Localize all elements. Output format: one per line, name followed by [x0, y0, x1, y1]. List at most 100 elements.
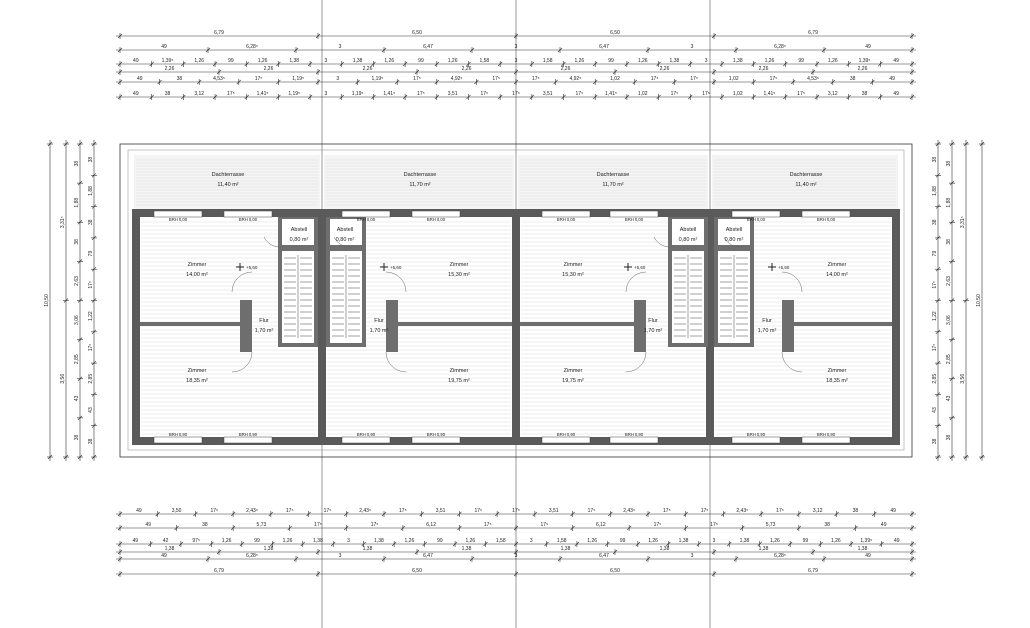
- dim-left-col2-label: 38: [74, 161, 80, 167]
- dim-top-row2-label: 6,28⁵: [774, 44, 786, 50]
- dim-bottom-row1-label: 17⁵: [512, 508, 520, 514]
- dim-bottom-row1-label: 17⁵: [210, 508, 218, 514]
- dim-top-row2-label: 3: [691, 44, 694, 50]
- door-swing: [231, 351, 253, 373]
- dim-top-row5-label: 17⁵: [576, 91, 584, 97]
- dim-top-row3b-label: 2,26: [165, 66, 175, 72]
- dim-top-row4-label: 3: [336, 76, 339, 82]
- room-area-t4: 11,40 m²: [795, 182, 816, 188]
- dim-bottom-row2-label: 6,12: [596, 522, 606, 528]
- dim-top-row3b-label: 2,26: [759, 66, 769, 72]
- dim-left-col2-label: 2,85: [74, 354, 80, 364]
- dim-left-col2-label: 38: [74, 434, 80, 440]
- room-name-f2: Flur: [374, 318, 384, 324]
- dim-top-row3a-label: 1,26: [638, 58, 648, 64]
- room-name-z1: Zimmer: [188, 262, 207, 268]
- dim-bottom-row3b-label: 1,38: [561, 546, 571, 552]
- dim-bottom-row2-label: 5,73: [766, 522, 776, 528]
- storage-door-swing: [653, 236, 673, 248]
- corridor-wall: [386, 300, 398, 352]
- dim-bottom-row3b-label: 1,38: [858, 546, 868, 552]
- dim-bottom-row2-label: 38: [824, 522, 830, 528]
- dim-top-row2-label: 6,47: [423, 44, 433, 50]
- room-area-a4: 0,80 m²: [725, 237, 744, 243]
- dim-bottom-row4-label: 3: [339, 553, 342, 559]
- dim-top-row5-label: 17⁵: [417, 91, 425, 97]
- room-area-f4: 1,70 m²: [758, 328, 777, 334]
- dim-top-row4-label: 1,19⁵: [292, 76, 304, 82]
- dim-bottom-row2-label: 17⁵: [484, 522, 492, 528]
- dim-bottom-row1-label: 3,50: [172, 508, 182, 514]
- dim-bottom-row3a-label: 1,38: [740, 538, 750, 544]
- dim-top-row3a-label: 1,26: [384, 58, 394, 64]
- dim-bottom-row1-label: 49: [890, 508, 896, 514]
- window-label-bottom: BRH 0,90: [427, 432, 446, 437]
- window-bottom: [541, 436, 591, 444]
- dim-top-row5-label: 1,41⁵: [383, 91, 395, 97]
- dim-top-row3b-label: 2,26: [264, 66, 274, 72]
- room-area-t3: 11,70 m²: [602, 182, 623, 188]
- room-area-a1: 0,80 m²: [290, 237, 309, 243]
- dim-bottom-row4-label: 49: [161, 553, 167, 559]
- dim-bottom-row1-label: 17⁵: [286, 508, 294, 514]
- dim-left-col1-label: 3,56: [60, 374, 66, 384]
- dim-top-row4-label: 1,19⁵: [371, 76, 383, 82]
- dim-bottom-row3a-label: 1,38: [679, 538, 689, 544]
- dim-top-row2-label: 3: [339, 44, 342, 50]
- dim-bottom-row3b-label: 1,38: [759, 546, 769, 552]
- dim-top-row3a-label: 1,38: [670, 58, 680, 64]
- window-top: [341, 210, 391, 218]
- window-label-bottom: BRH 0,90: [557, 432, 576, 437]
- dim-top-row2-label: 3: [515, 44, 518, 50]
- room-name-z8: Zimmer: [828, 368, 847, 374]
- dim-bottom-row1-label: 17⁵: [324, 508, 332, 514]
- dim-left-col3-label: 1,22: [88, 311, 94, 321]
- dim-top-row5-label: 17⁵: [512, 91, 520, 97]
- dim-top-row5-label: 1,02: [733, 91, 743, 97]
- dim-bottom-row3a-label: 3: [530, 538, 533, 544]
- dim-bottom-row3a-label: 1,26: [465, 538, 475, 544]
- dim-top-row5-label: 49: [133, 91, 139, 97]
- window-label-top: BRH 0,00: [239, 217, 258, 222]
- dim-top-row4-label: 17⁵: [255, 76, 263, 82]
- dim-bottom-row1-label: 2,43⁵: [736, 508, 748, 514]
- dim-left-col3-label: 1,88: [88, 186, 94, 196]
- dim-bottom-row3a-label: 1,38: [374, 538, 384, 544]
- dim-bottom-row1-label: 3,51: [549, 508, 559, 514]
- dim-bottom-total-label: 6,79: [214, 568, 224, 574]
- partition-wall: [398, 322, 512, 326]
- dim-bottom-total-label: 6,50: [412, 568, 422, 574]
- dim-top-row5-label: 17⁵: [702, 91, 710, 97]
- dim-top-row4-label: 4,92⁵: [451, 76, 463, 82]
- dim-top-row3a-label: 1,26: [828, 58, 838, 64]
- dim-bottom-row1-label: 3,12: [813, 508, 823, 514]
- dim-top-row5-label: 49: [893, 91, 899, 97]
- dim-bottom-row3a-label: 99: [620, 538, 626, 544]
- terrace-1: [134, 155, 320, 209]
- level-mark: +5,60: [634, 265, 646, 270]
- dim-top-row3b-label: 2,26: [363, 66, 373, 72]
- window-top: [731, 210, 781, 218]
- room-name-f3: Flur: [648, 318, 658, 324]
- dim-bottom-row1-label: 17⁵: [399, 508, 407, 514]
- dim-top-row3a-label: 99: [228, 58, 234, 64]
- level-mark-icon: [768, 263, 776, 271]
- dim-top-row5-label: 17⁵: [671, 91, 679, 97]
- dim-bottom-row3a-label: 1,26: [648, 538, 658, 544]
- dim-bottom-row3a-label: 1,38: [313, 538, 323, 544]
- dim-left-col3-label: 17⁵: [88, 344, 94, 352]
- level-mark: +5,60: [778, 265, 790, 270]
- dim-top-row3a-label: 1,39⁵: [162, 58, 174, 64]
- dim-bottom-row2-label: 49: [146, 522, 152, 528]
- dim-top-row3a-label: 3: [515, 58, 518, 64]
- dim-left-col3-label: 38: [88, 438, 94, 444]
- window-label-bottom: BRH 0,90: [169, 432, 188, 437]
- dim-right-col3-label: 2,85: [932, 374, 938, 384]
- terrace-3: [518, 155, 708, 209]
- dim-right-col2-label: 1,88: [946, 198, 952, 208]
- dim-bottom-row2-label: 49: [881, 522, 887, 528]
- room-area-a3: 0,80 m²: [679, 237, 698, 243]
- dim-bottom-row2-label: 17⁵: [654, 522, 662, 528]
- dim-left-col2-label: 3,06: [74, 315, 80, 325]
